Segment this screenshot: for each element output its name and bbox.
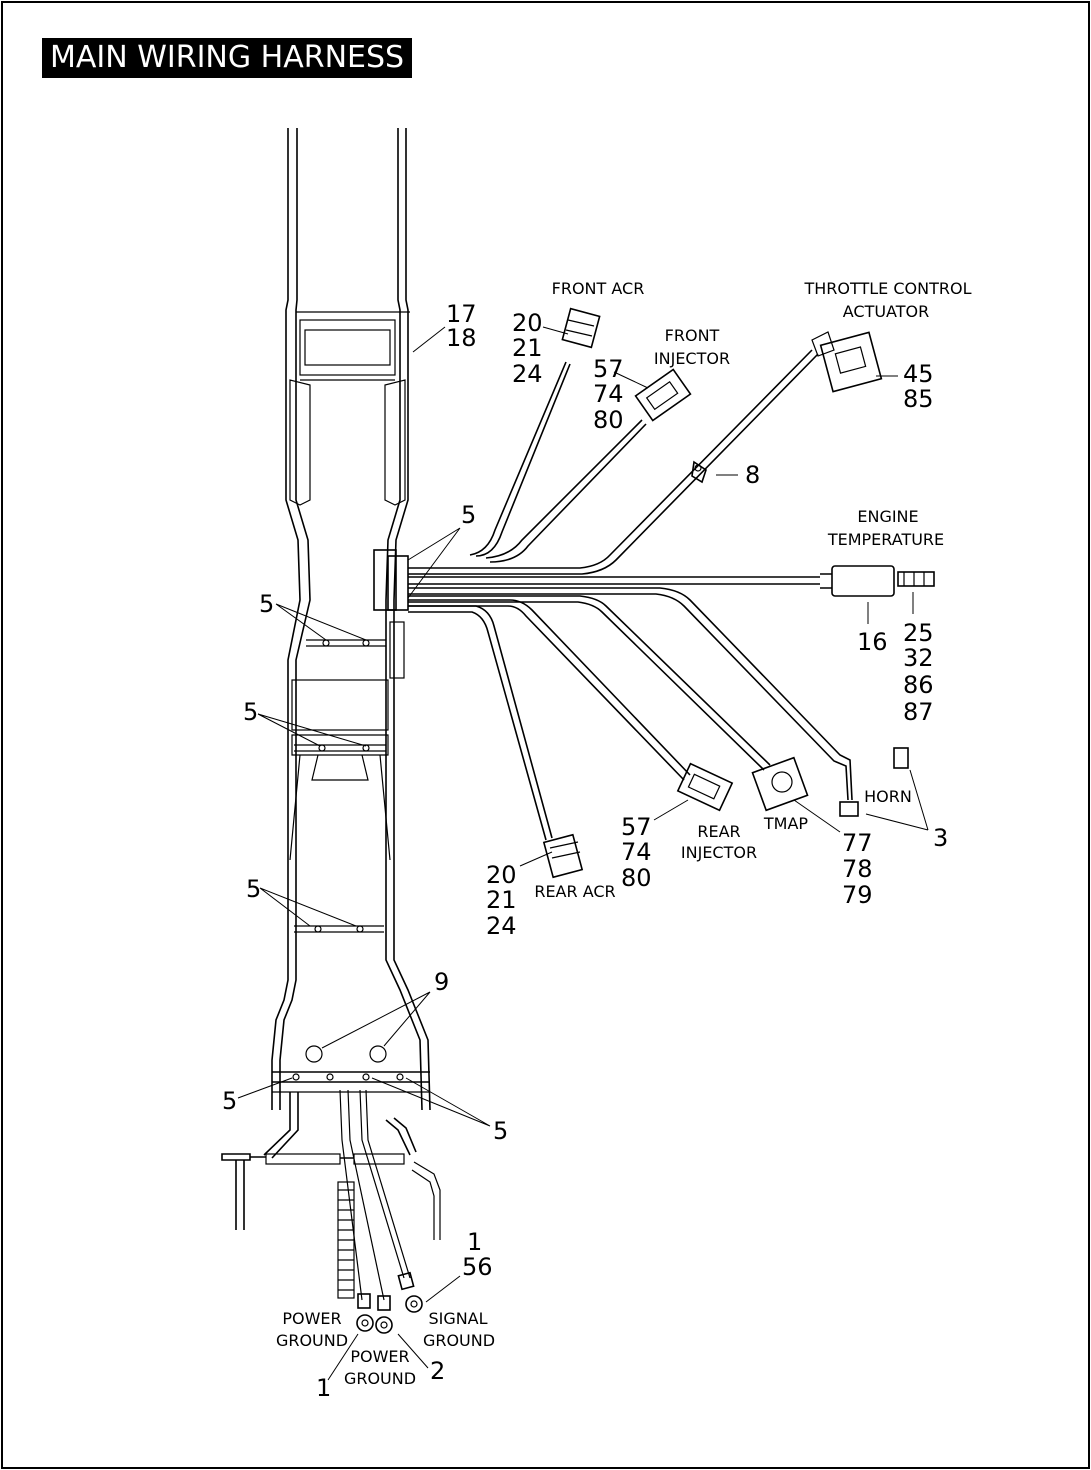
callout-engine-temp-32: 32	[903, 644, 934, 672]
cable-clip-8	[691, 460, 707, 484]
callout-tmap-77: 77	[842, 829, 873, 857]
label-rear-injector-2: INJECTOR	[681, 843, 757, 862]
callout-9: 9	[434, 968, 449, 996]
callout-5-c: 5	[246, 875, 261, 903]
callout-rear-acr-24: 24	[486, 912, 517, 940]
callout-5-d: 5	[222, 1087, 237, 1115]
horn-connectors	[839, 747, 909, 817]
callout-8: 8	[745, 461, 760, 489]
harness-branches	[221, 349, 853, 1301]
callout-5-top: 5	[461, 501, 476, 529]
callout-front-acr-24: 24	[512, 360, 543, 388]
label-throttle-1: THROTTLE CONTROL	[803, 279, 971, 298]
engine-temperature-sensor	[820, 565, 935, 597]
callout-engine-temp-87: 87	[903, 698, 934, 726]
callout-leaders	[237, 326, 929, 1381]
page-title: MAIN WIRING HARNESS	[42, 38, 413, 78]
front-injector-connector	[634, 368, 692, 422]
callout-rear-acr-20: 20	[486, 861, 517, 889]
front-acr-connector	[561, 307, 601, 349]
label-power-ground-center-1: POWER	[350, 1347, 409, 1366]
callout-throttle-85: 85	[903, 385, 934, 413]
label-power-ground-left-2: GROUND	[276, 1331, 348, 1350]
callout-5-e: 5	[493, 1117, 508, 1145]
callout-1-bottom: 1	[316, 1374, 331, 1402]
callout-2: 2	[430, 1357, 445, 1385]
callout-5-a: 5	[259, 590, 274, 618]
label-rear-acr: REAR ACR	[534, 882, 615, 901]
callout-rear-injector-80: 80	[621, 864, 652, 892]
label-front-injector-2: INJECTOR	[654, 349, 730, 368]
throttle-actuator-connector	[811, 331, 883, 393]
callout-front-acr-21: 21	[512, 334, 543, 362]
rear-acr-connector	[542, 833, 584, 879]
label-engine-temp-1: ENGINE	[857, 507, 918, 526]
label-throttle-2: ACTUATOR	[843, 302, 930, 321]
callout-front-injector-80: 80	[593, 406, 624, 434]
callout-56: 56	[462, 1253, 493, 1281]
label-rear-injector-1: REAR	[697, 822, 740, 841]
callout-18: 18	[446, 324, 477, 352]
label-signal-ground-1: SIGNAL	[428, 1309, 487, 1328]
callout-front-injector-74: 74	[593, 380, 624, 408]
callout-tmap-78: 78	[842, 855, 873, 883]
label-engine-temp-2: TEMPERATURE	[827, 530, 944, 549]
ground-ring-terminals	[356, 1271, 423, 1334]
callout-rear-injector-74: 74	[621, 838, 652, 866]
callout-1-top: 1	[467, 1228, 482, 1256]
callout-rear-injector-57: 57	[621, 813, 652, 841]
callout-3: 3	[933, 824, 948, 852]
motorcycle-frame	[271, 128, 431, 1111]
label-tmap: TMAP	[763, 814, 809, 833]
label-horn: HORN	[864, 787, 912, 806]
rear-injector-connector	[676, 762, 734, 812]
callout-17: 17	[446, 300, 477, 328]
callout-front-acr-20: 20	[512, 309, 543, 337]
label-front-acr: FRONT ACR	[552, 279, 645, 298]
callout-engine-temp-86: 86	[903, 671, 934, 699]
label-power-ground-left-1: POWER	[282, 1309, 341, 1328]
callout-tmap-79: 79	[842, 881, 873, 909]
callout-5-b: 5	[243, 698, 258, 726]
callout-front-injector-57: 57	[593, 355, 624, 383]
callout-rear-acr-21: 21	[486, 886, 517, 914]
callout-throttle-45: 45	[903, 360, 934, 388]
label-signal-ground-2: GROUND	[423, 1331, 495, 1350]
tmap-sensor	[751, 756, 809, 812]
label-power-ground-center-2: GROUND	[344, 1369, 416, 1388]
callout-engine-temp-25: 25	[903, 619, 934, 647]
label-front-injector-1: FRONT	[665, 326, 720, 345]
callout-16: 16	[857, 628, 888, 656]
